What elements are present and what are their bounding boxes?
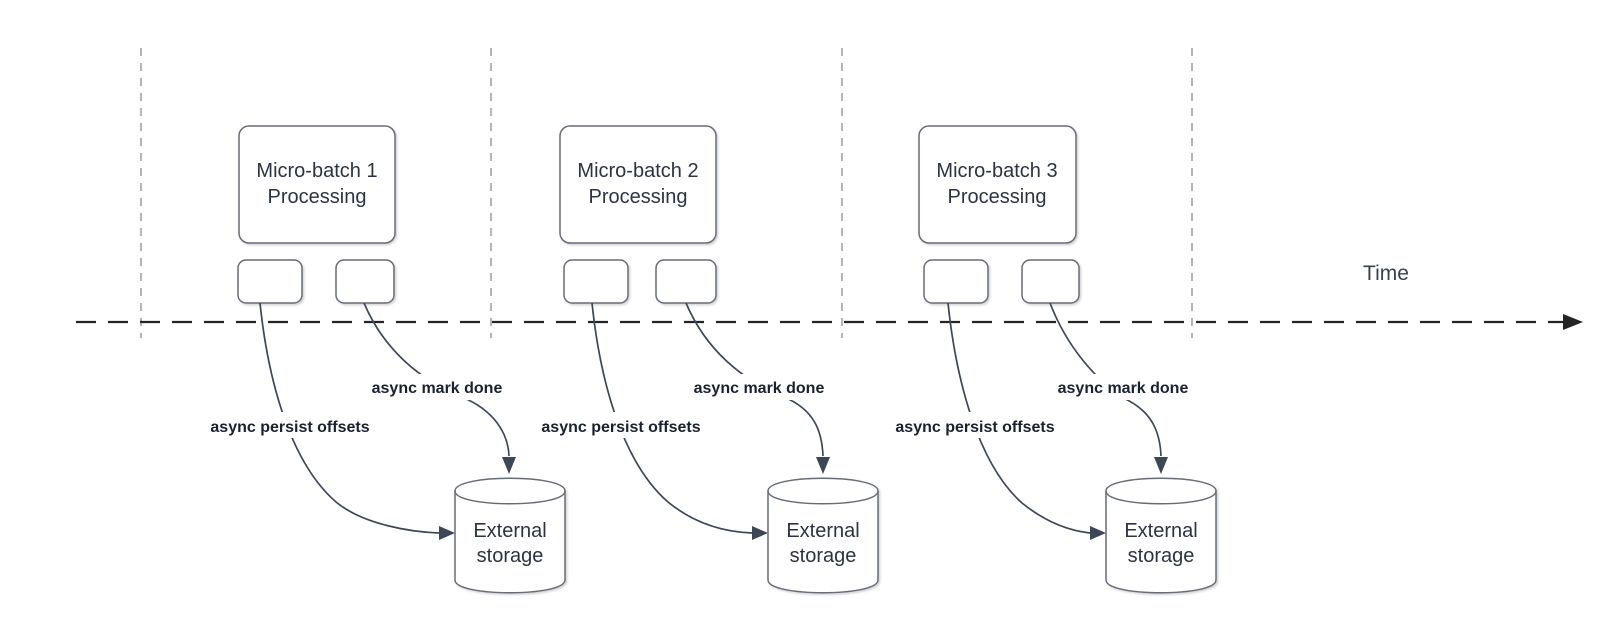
microbatch-1-persist-label: async persist offsets: [210, 419, 369, 436]
microbatch-1-mark-done-arrowhead-icon: [502, 457, 516, 474]
microbatch-2-mark-done-arrowhead-icon: [816, 457, 830, 474]
microbatch-1-persist-offsets-arrowhead-icon: [439, 526, 455, 540]
microbatch-3-processing-box: [918, 125, 1077, 244]
external-storage-2-label-line1: External: [786, 520, 859, 542]
microbatch-2-processing-box: [559, 125, 717, 244]
microbatch-3-persist-offsets-arrowhead-icon: [1090, 526, 1106, 540]
microbatch-3-persist-task-box: [923, 259, 989, 304]
microbatch-2-markdone-label-bg: [683, 374, 835, 400]
microbatch-1-persist-offsets-connector: [259, 302, 440, 534]
external-storage-3-body: [1105, 477, 1217, 594]
external-storage-3-label-line1: External: [1124, 520, 1197, 542]
microbatch-3-group: Micro-batch 3 Processing async persist o…: [883, 125, 1217, 594]
microbatch-2-group: Micro-batch 2 Processing async persist o…: [529, 125, 879, 594]
microbatch-1-label-line2: Processing: [268, 186, 367, 208]
external-storage-1-cylinder: External storage: [454, 477, 566, 594]
microbatch-3-persist-label: async persist offsets: [895, 419, 1054, 436]
external-storage-2-label-line2: storage: [790, 545, 857, 567]
microbatch-1-group: Micro-batch 1 Processing async persist o…: [198, 125, 566, 594]
microbatch-2-label-line2: Processing: [589, 186, 688, 208]
microbatch-1-persist-task-box: [237, 259, 303, 304]
microbatch-1-processing-box: [238, 125, 396, 244]
external-storage-3-rim: [1105, 490, 1217, 505]
microbatch-3-markdone-task-box: [1021, 259, 1080, 304]
microbatch-2-markdone-task-box: [655, 259, 717, 304]
external-storage-1-body: [454, 477, 566, 594]
time-axis-label: Time: [1363, 262, 1409, 285]
external-storage-1-label-line2: storage: [477, 545, 544, 567]
external-storage-3-cylinder: External storage: [1105, 477, 1217, 594]
microbatch-2-markdone-label: async mark done: [694, 380, 825, 397]
microbatch-1-markdone-label: async mark done: [372, 380, 503, 397]
microbatch-3-mark-done-arrowhead-icon: [1154, 457, 1168, 474]
microbatch-2-persist-offsets-arrowhead-icon: [752, 526, 768, 540]
external-storage-1-rim: [454, 490, 566, 505]
external-storage-2-cylinder: External storage: [767, 477, 879, 594]
microbatch-3-label-line2: Processing: [948, 186, 1047, 208]
microbatch-1-persist-label-bg: [198, 412, 382, 438]
microbatch-3-label-line1: Micro-batch 3: [936, 160, 1057, 182]
microbatch-1-label-line1: Micro-batch 1: [256, 160, 377, 182]
microbatch-1-markdone-task-box: [335, 259, 395, 304]
microbatch-2-persist-task-box: [563, 259, 629, 304]
microbatch-3-markdone-label-bg: [1047, 374, 1199, 400]
microbatch-3-persist-label-bg: [883, 412, 1067, 438]
microbatch-1-markdone-label-bg: [361, 374, 513, 400]
microbatch-2-persist-offsets-connector: [591, 302, 753, 534]
external-storage-1-label-line1: External: [473, 520, 546, 542]
microbatch-2-label-line1: Micro-batch 2: [577, 160, 698, 182]
microbatch-3-markdone-label: async mark done: [1058, 380, 1189, 397]
external-storage-2-rim: [767, 490, 879, 505]
microbatch-2-persist-label-bg: [529, 412, 713, 438]
external-storage-3-label-line2: storage: [1128, 545, 1195, 567]
microbatch-2-persist-label: async persist offsets: [541, 419, 700, 436]
microbatch-3-persist-offsets-connector: [947, 302, 1091, 534]
time-axis-arrowhead-icon: [1563, 314, 1583, 330]
external-storage-2-body: [767, 477, 879, 594]
